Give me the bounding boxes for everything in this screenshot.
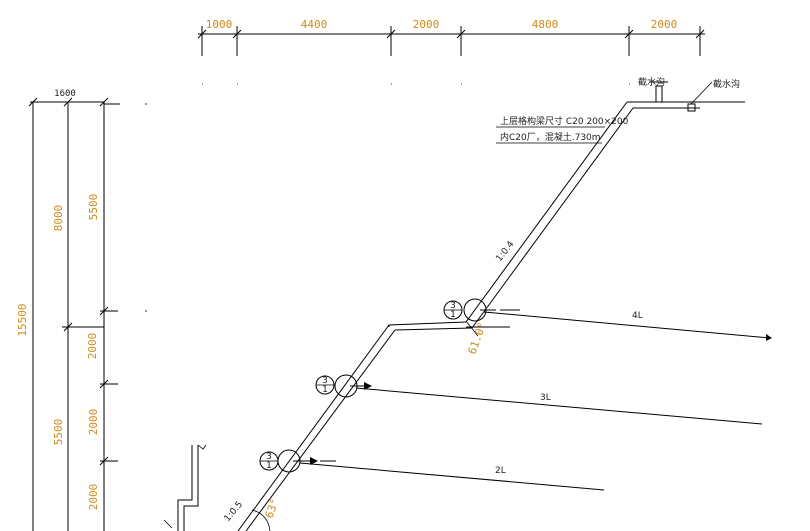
left-total-dim: 15500 [16, 303, 29, 336]
top-dimension-chain: 1000 4400 2000 4800 2000 [197, 18, 705, 85]
bottom-angle-arc [251, 509, 271, 531]
anchor-group-1: 3 1 4L 61.0° [443, 298, 772, 356]
drain-post [655, 85, 663, 103]
lower-slope-outer [237, 324, 390, 531]
anchor-2-tag-bottom: 1 [322, 385, 328, 395]
bench-angle-label: 61.0° [466, 320, 490, 356]
drain-label-right: 截水沟 [713, 78, 740, 90]
top-dim-5: 2000 [651, 18, 678, 31]
slope-profile [237, 101, 745, 531]
slope-notes: 上层格构梁尺寸 C20 200×200 内C20厂，混凝土.730m 1:0.4 [494, 115, 628, 264]
anchor-3-label: 2L [495, 466, 506, 476]
left-small-marks [145, 103, 147, 312]
anchor-1-end [766, 334, 772, 341]
anchor-group-3: 3 1 2L [259, 449, 605, 491]
top-dimension-ticks [197, 26, 705, 56]
bench-inner [394, 327, 473, 331]
anchor-1-label: 4L [632, 311, 643, 321]
left-col3-dim-1: 5500 [87, 194, 100, 221]
left-col2-dim-1: 8000 [52, 205, 65, 232]
anchor-2-label: 3L [540, 393, 551, 403]
slope-note-1: 上层格构梁尺寸 C20 200×200 [500, 115, 629, 127]
anchor-2-bar [355, 387, 763, 425]
left-top-dim: 1600 [54, 89, 76, 99]
top-dim-1: 1000 [206, 18, 233, 31]
bottom-slope-ratio: 1:0.5 [223, 500, 245, 524]
left-col3-dim-2: 2000 [87, 409, 100, 436]
left-col3-dim-3: 2000 [87, 484, 100, 511]
anchor-1-tag-bottom: 1 [450, 310, 456, 320]
top-dim-4: 4800 [532, 18, 559, 31]
slope-note-2: 内C20厂，混凝土.730m [500, 131, 601, 143]
upper-slope-inner [471, 107, 634, 329]
retaining-wall-outline [177, 445, 193, 531]
bottom-angle-label: 63° [263, 497, 282, 520]
left-col2-dim-2: 2000 [86, 333, 99, 360]
anchor-2-tag-top: 3 [322, 376, 328, 386]
anchor-3-tag-top: 3 [266, 452, 272, 462]
anchor-group-2: 3 1 3L [315, 374, 763, 425]
top-dim-3: 2000 [413, 18, 440, 31]
anchor-1-tag-top: 3 [450, 301, 456, 311]
top-dim-2: 4400 [301, 18, 328, 31]
anchor-1-bar [483, 311, 771, 339]
retaining-wall-inner [183, 445, 199, 531]
upper-slope-outer [465, 101, 628, 323]
lower-slope-inner [245, 329, 396, 531]
left-dimension-chain: 1600 15500 8000 2000 5500 5500 2000 2000 [16, 89, 147, 531]
anchor-3-bar [299, 462, 605, 491]
left-col2-dim-3: 5500 [52, 419, 65, 446]
anchor-3-tag-bottom: 1 [266, 461, 272, 471]
bench-outer [388, 321, 467, 327]
slope-ratio-label: 1:0.4 [494, 239, 516, 264]
drain-label-left: 截水沟 [638, 76, 665, 88]
bottom-retaining-detail: 1:0.5 63° [163, 444, 282, 531]
top-drain-structure: 截水沟 截水沟 [638, 76, 740, 112]
left-dimension-ticks [28, 97, 118, 466]
